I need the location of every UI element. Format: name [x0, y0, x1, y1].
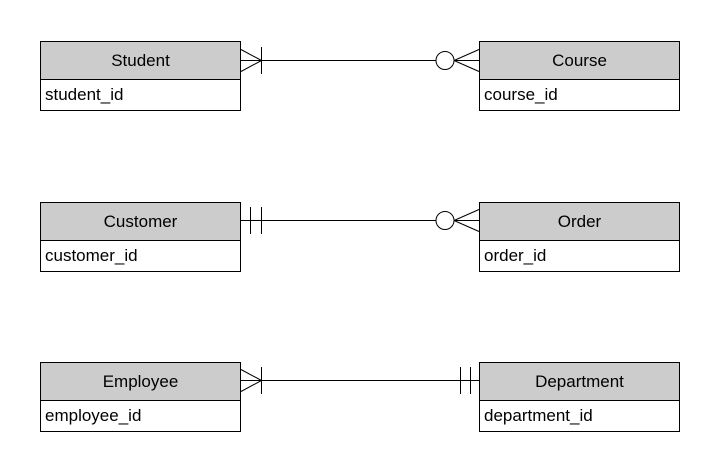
entity-title: Employee: [41, 363, 240, 401]
entity-attribute: order_id: [480, 241, 679, 271]
connector-customer-order: [241, 207, 480, 234]
connector-student-course: [240, 47, 480, 74]
entity-customer: Customer customer_id: [40, 202, 241, 272]
entity-title: Student: [41, 42, 240, 80]
zero-or-many-icon: [435, 209, 480, 232]
entity-department: Department department_id: [479, 362, 680, 432]
one-and-only-one-bars-icon: [250, 207, 262, 234]
entity-attribute: customer_id: [41, 241, 240, 271]
one-or-many-crows-foot-icon: [240, 367, 262, 394]
entity-attribute: course_id: [480, 80, 679, 110]
entity-title: Department: [480, 363, 679, 401]
entity-order: Order order_id: [479, 202, 680, 272]
entity-attribute: department_id: [480, 401, 679, 431]
entity-student: Student student_id: [40, 41, 241, 111]
entity-attribute: employee_id: [41, 401, 240, 431]
zero-circle-icon: [435, 51, 455, 70]
entity-title: Course: [480, 42, 679, 80]
zero-circle-icon: [435, 211, 455, 230]
entity-title: Customer: [41, 203, 240, 241]
connector-employee-department: [240, 367, 479, 394]
entity-attribute: student_id: [41, 80, 240, 110]
one-and-only-one-bars-icon: [460, 367, 471, 394]
entity-course: Course course_id: [479, 41, 680, 111]
entity-title: Order: [480, 203, 679, 241]
one-or-many-crows-foot-icon: [240, 47, 262, 74]
zero-or-many-icon: [435, 49, 480, 72]
entity-employee: Employee employee_id: [40, 362, 241, 432]
